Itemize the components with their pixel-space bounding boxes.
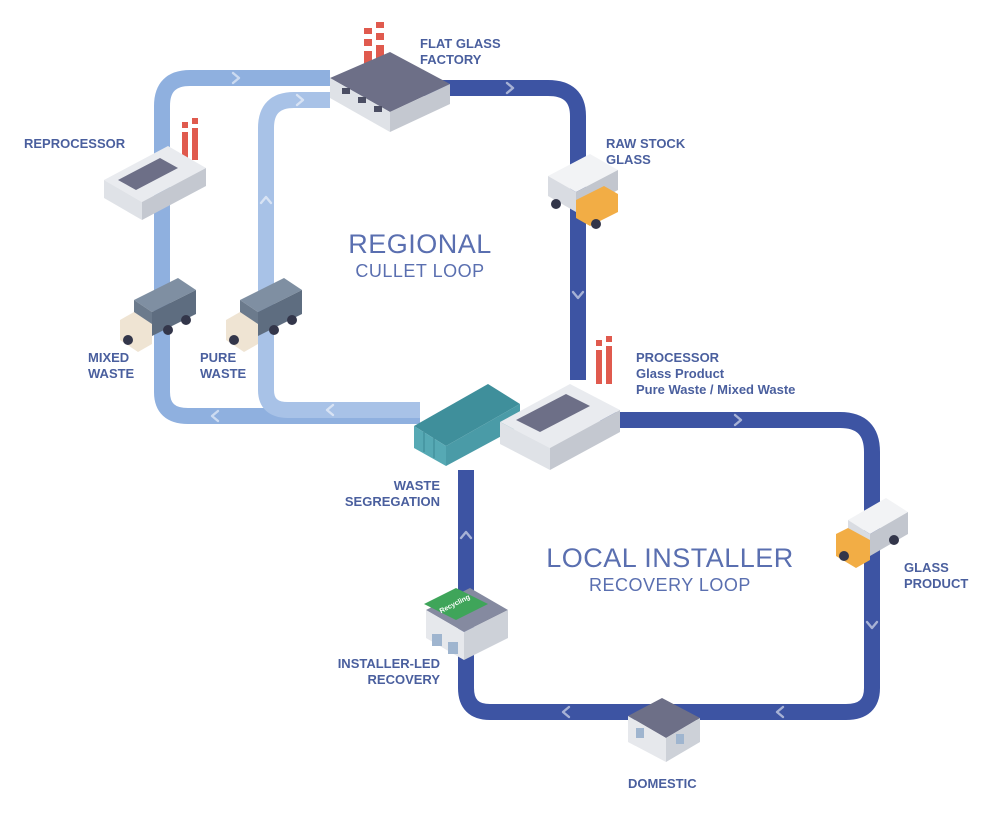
label-processor: PROCESSOR Glass Product Pure Waste / Mix… bbox=[636, 350, 795, 398]
label-line: FACTORY bbox=[420, 52, 482, 67]
label-line: WASTE bbox=[88, 366, 135, 381]
label-installer-led-recovery: INSTALLER-LED RECOVERY bbox=[318, 656, 440, 688]
regional-loop-path bbox=[154, 70, 420, 424]
label-line: DOMESTIC bbox=[628, 776, 697, 791]
label-line: PROCESSOR bbox=[636, 350, 720, 365]
label-flat-glass-factory: FLAT GLASS FACTORY bbox=[420, 36, 501, 68]
label-line: RECOVERY bbox=[367, 672, 440, 687]
label-line: REPROCESSOR bbox=[24, 136, 126, 151]
label-line: GLASS bbox=[904, 560, 949, 575]
local-loop-path bbox=[420, 80, 880, 720]
label-line: WASTE bbox=[200, 366, 247, 381]
label-raw-stock-glass: RAW STOCK GLASS bbox=[606, 136, 685, 168]
regional-loop-title: REGIONAL CULLET LOOP bbox=[320, 228, 520, 282]
regional-loop-title-line1: REGIONAL bbox=[348, 229, 492, 259]
label-sub-line: Pure Waste / Mixed Waste bbox=[636, 382, 796, 397]
label-waste-segregation: WASTE SEGREGATION bbox=[334, 478, 440, 510]
label-line: PURE bbox=[200, 350, 237, 365]
label-glass-product: GLASS PRODUCT bbox=[904, 560, 968, 592]
label-line: PRODUCT bbox=[904, 576, 969, 591]
local-loop-title-line1: LOCAL INSTALLER bbox=[546, 543, 794, 573]
label-line: INSTALLER-LED bbox=[337, 656, 440, 671]
label-line: MIXED bbox=[88, 350, 130, 365]
label-line: GLASS bbox=[606, 152, 651, 167]
label-mixed-waste: MIXED WASTE bbox=[88, 350, 134, 382]
label-sub-line: Glass Product bbox=[636, 366, 725, 381]
installer-recovery-building-icon bbox=[424, 588, 508, 660]
raw-stock-truck-icon bbox=[548, 154, 618, 229]
label-line: SEGREGATION bbox=[344, 494, 440, 509]
label-line: WASTE bbox=[393, 478, 440, 493]
processor-icon bbox=[500, 336, 620, 470]
regional-loop-title-line2: CULLET LOOP bbox=[355, 261, 485, 281]
flat-glass-factory-icon bbox=[330, 22, 450, 132]
domestic-house-icon bbox=[628, 698, 700, 762]
waste-segregation-skip-icon bbox=[414, 384, 520, 466]
label-domestic: DOMESTIC bbox=[628, 776, 697, 792]
local-loop-title-line2: RECOVERY LOOP bbox=[589, 575, 751, 595]
glass-product-truck-icon bbox=[836, 498, 908, 568]
local-loop-title: LOCAL INSTALLER RECOVERY LOOP bbox=[520, 542, 820, 596]
label-reprocessor: REPROCESSOR bbox=[24, 136, 125, 152]
pure-waste-truck-icon bbox=[226, 278, 302, 352]
mixed-waste-truck-icon bbox=[120, 278, 196, 352]
label-line: FLAT GLASS bbox=[420, 36, 501, 51]
label-pure-waste: PURE WASTE bbox=[200, 350, 246, 382]
reprocessor-icon bbox=[104, 118, 206, 220]
label-line: RAW STOCK bbox=[606, 136, 686, 151]
